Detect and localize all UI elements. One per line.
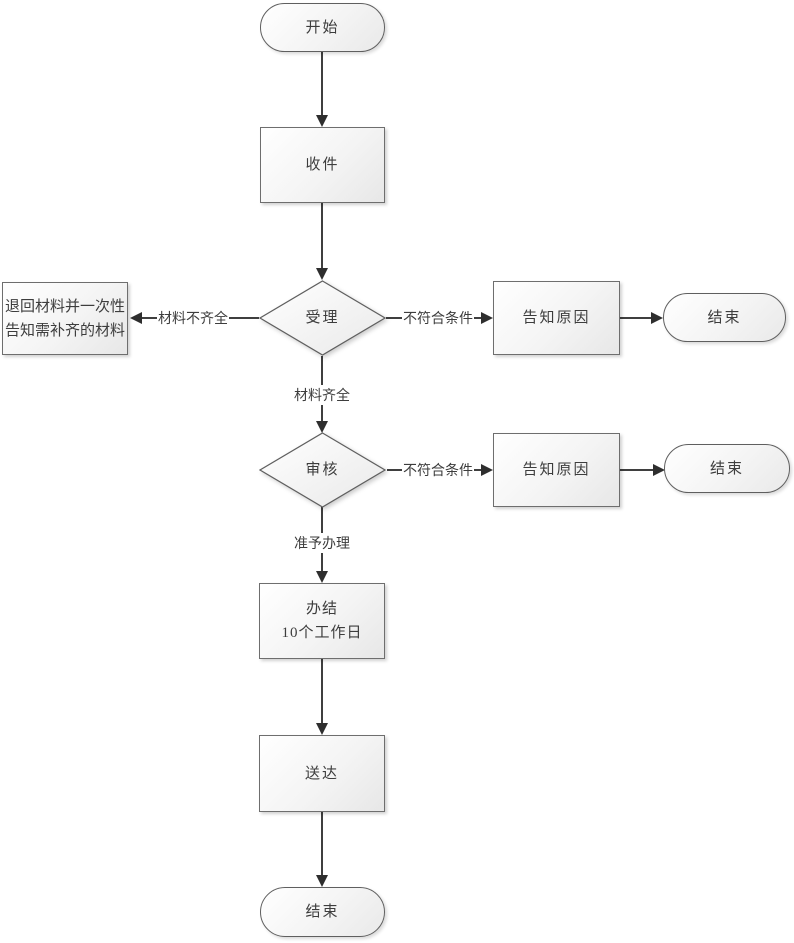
node-receive-label: 收件 [305,157,340,173]
diamond-shape [259,432,386,508]
edge-label-approved-to-process: 准予办理 [293,533,351,553]
connector-start-receive [321,52,323,116]
node-return-materials: 退回材料并一次性 告知需补齐的材料 [2,282,128,355]
node-complete: 办结 10个工作日 [259,583,385,659]
connector-inform1-end1 [620,317,651,319]
arrowhead-down-icon [316,115,328,127]
node-end-1: 结束 [663,293,786,342]
arrowhead-right-icon [653,464,665,476]
arrowhead-right-icon [481,464,493,476]
node-return-materials-line2: 告知需补齐的材料 [4,322,125,339]
arrowhead-down-icon [316,571,328,583]
edge-label-not-meet-conditions-2: 不符合条件 [402,460,474,480]
node-deliver-label: 送达 [304,765,339,782]
decision-review-label: 审核 [305,462,340,478]
node-inform-reason-1-label: 告知原因 [522,310,591,326]
node-return-materials-line1: 退回材料并一次性 [4,298,125,315]
node-complete-line2: 10个工作日 [281,625,363,641]
arrowhead-right-icon [651,312,663,324]
diamond-shape [259,280,386,356]
node-inform-reason-1: 告知原因 [493,281,620,355]
arrowhead-down-icon [316,421,328,433]
node-start-label: 开始 [305,19,340,36]
arrowhead-right-icon [481,312,493,324]
node-end-2: 结束 [664,444,790,493]
node-end-final-label: 结束 [305,904,340,920]
node-start: 开始 [260,3,385,52]
node-end-2-label: 结束 [709,460,744,477]
connector-inform2-end2 [620,469,653,471]
arrowhead-down-icon [316,268,328,280]
node-inform-reason-2: 告知原因 [493,433,620,507]
decision-accept-label: 受理 [305,310,340,326]
decision-review: 审核 [259,432,386,508]
node-deliver: 送达 [259,735,385,812]
arrowhead-down-icon [316,723,328,735]
connector-complete-deliver [321,659,323,724]
node-complete-line1: 办结 [305,601,338,617]
node-receive: 收件 [260,127,385,203]
edge-label-materials-complete: 材料齐全 [293,385,351,405]
connector-receive-accept [321,203,323,269]
arrowhead-down-icon [316,875,328,887]
node-end-final: 结束 [260,887,385,937]
edge-label-materials-incomplete: 材料不齐全 [157,308,229,328]
connector-deliver-end [321,812,323,876]
edge-label-not-meet-conditions-1: 不符合条件 [402,308,474,328]
node-end-1-label: 结束 [707,309,742,326]
node-inform-reason-2-label: 告知原因 [522,462,591,478]
arrowhead-left-icon [130,312,142,324]
decision-accept: 受理 [259,280,386,356]
